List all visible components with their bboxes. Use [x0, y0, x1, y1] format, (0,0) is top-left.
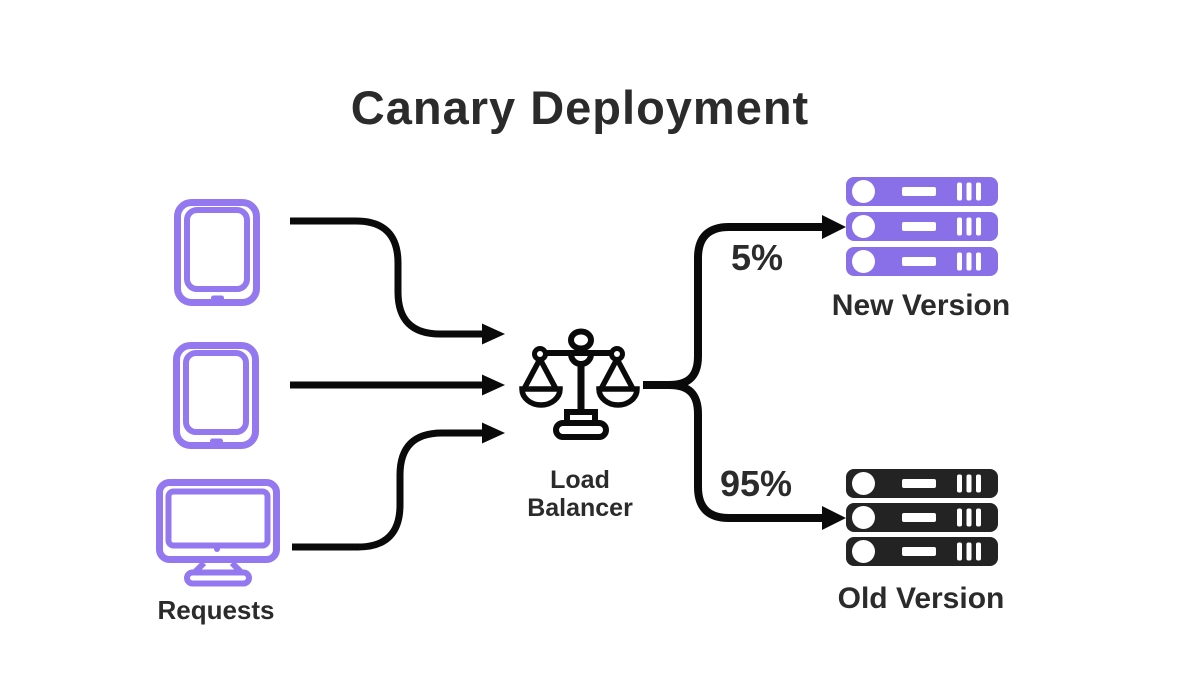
new-version-server-stack [846, 177, 998, 276]
old-version-server-stack [846, 469, 998, 566]
traffic-share-5-label: 5% [730, 237, 784, 278]
server-icon [846, 212, 998, 241]
monitor-icon [160, 483, 277, 584]
server-icon [846, 537, 998, 566]
requests-label: Requests [157, 595, 275, 625]
arrow-lb-to-new-version [643, 215, 846, 389]
old-version-label: Old Version [837, 582, 1005, 615]
new-version-label: New Version [831, 289, 1011, 322]
arrow-tablet2-to-lb [290, 374, 505, 396]
diagram-title: Canary Deployment [350, 81, 810, 134]
arrow-lb-to-old-version [668, 381, 846, 530]
tablet-icon [178, 203, 257, 303]
server-icon [846, 469, 998, 498]
arrow-tablet1-to-lb [290, 217, 505, 345]
load-balancer-scale-icon [519, 328, 640, 440]
server-icon [846, 247, 998, 276]
arrow-monitor-to-lb [292, 422, 505, 551]
tablet-icon [177, 346, 256, 446]
server-icon [846, 503, 998, 532]
load-balancer-label: Load Balancer [527, 466, 633, 522]
server-icon [846, 177, 998, 206]
traffic-share-95-label: 95% [719, 463, 793, 504]
